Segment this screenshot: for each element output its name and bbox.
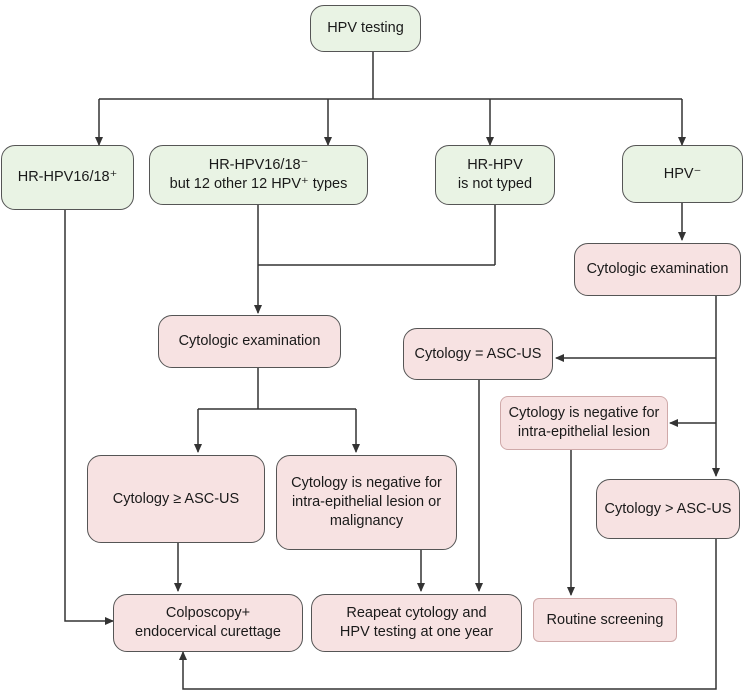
node-cytology-negative-right: Cytology is negative for intra-epithelia… bbox=[500, 396, 668, 450]
node-repeat-cytology: Reapeat cytology and HPV testing at one … bbox=[311, 594, 522, 652]
node-cytology-eq-ascus: Cytology = ASC-US bbox=[403, 328, 553, 380]
edge-gt-ascus-to-colposcopy bbox=[179, 539, 717, 690]
edge-hr1618pos-to-colposcopy bbox=[64, 210, 114, 625]
node-hr-hpv-16-18-negative: HR-HPV16/18⁻ but 12 other 12 HPV⁺ types bbox=[149, 145, 368, 205]
node-hpv-testing: HPV testing bbox=[310, 5, 421, 52]
node-hr-hpv-16-18-positive: HR-HPV16/18⁺ bbox=[1, 145, 134, 210]
node-cytology-gt-ascus: Cytology > ASC-US bbox=[596, 479, 740, 539]
node-cytology-ge-ascus: Cytology ≥ ASC-US bbox=[87, 455, 265, 543]
node-cytologic-exam-left: Cytologic examination bbox=[158, 315, 341, 368]
node-hr-hpv-not-typed: HR-HPV is not typed bbox=[435, 145, 555, 205]
node-routine-screening: Routine screening bbox=[533, 598, 677, 642]
node-cytology-negative-left: Cytology is negative for intra-epithelia… bbox=[276, 455, 457, 550]
node-cytologic-exam-right: Cytologic examination bbox=[574, 243, 741, 296]
node-hpv-negative: HPV⁻ bbox=[622, 145, 743, 203]
node-colposcopy: Colposcopy+ endocervical curettage bbox=[113, 594, 303, 652]
